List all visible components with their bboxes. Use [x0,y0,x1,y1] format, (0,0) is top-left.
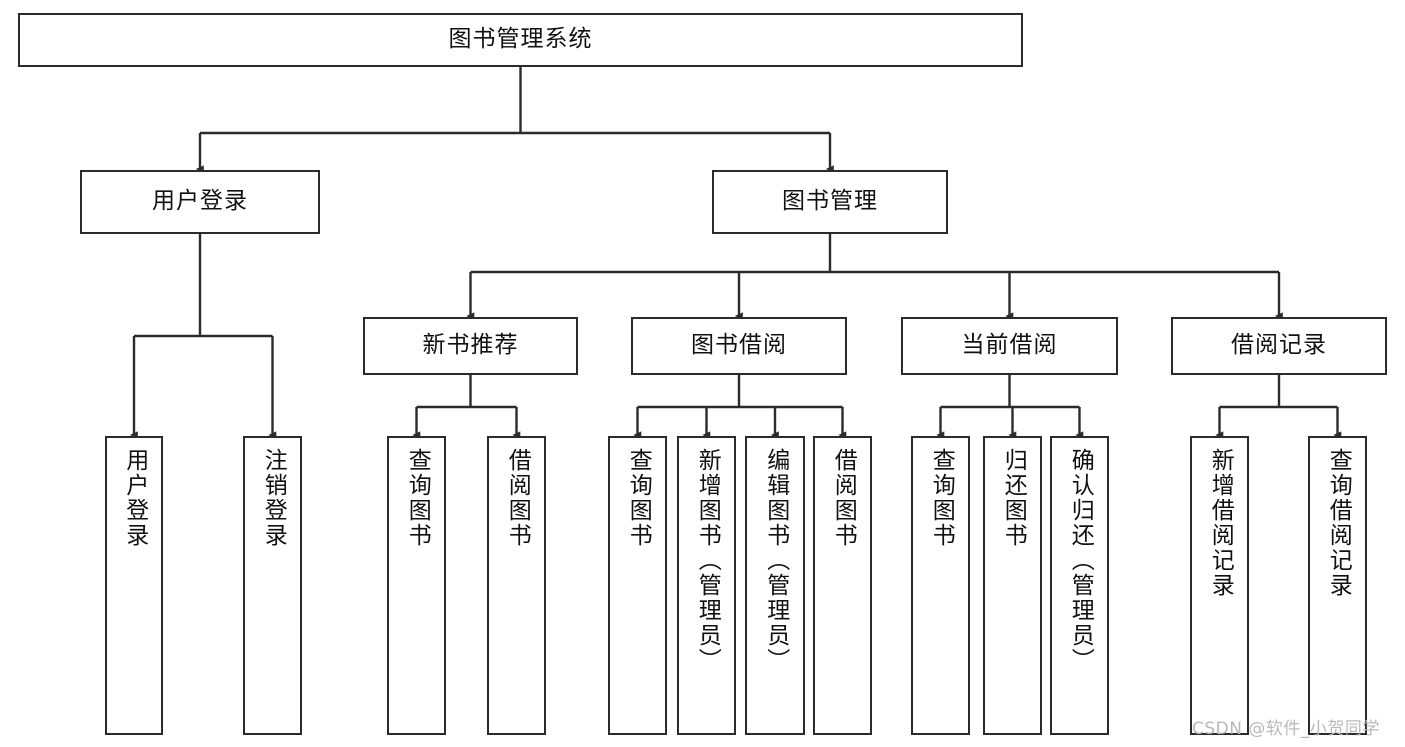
node-leaf-query-book-3[interactable]: 查询图书 [911,436,970,735]
node-label: 借阅记录 [1231,332,1327,359]
node-book-manage[interactable]: 图书管理 [712,170,948,234]
node-label: 查询图书 [928,448,955,548]
node-label: 用户登录 [152,188,248,215]
csdn-watermark: CSDN @软件_小贺同学 [1192,719,1380,739]
node-leaf-edit-book[interactable]: 编辑图书（管理员） [745,436,805,735]
node-label: 归还图书 [1000,448,1027,548]
node-borrow-record[interactable]: 借阅记录 [1171,317,1387,375]
node-leaf-user-logout[interactable]: 注销登录 [243,436,302,735]
node-label: 图书借阅 [691,332,787,359]
node-leaf-add-record[interactable]: 新增借阅记录 [1190,436,1249,735]
node-leaf-user-login[interactable]: 用户登录 [105,436,163,735]
node-label: 查询图书 [404,448,431,548]
node-leaf-add-book[interactable]: 新增图书（管理员） [677,436,736,735]
node-leaf-query-record[interactable]: 查询借阅记录 [1308,436,1367,735]
node-book-borrow[interactable]: 图书借阅 [631,317,847,375]
node-label: 查询借阅记录 [1325,448,1352,598]
node-leaf-borrow-book-1[interactable]: 借阅图书 [487,436,546,735]
node-label: 图书管理系统 [448,26,593,53]
node-label: 确认归还（管理员） [1067,448,1094,673]
node-label: 当前借阅 [961,332,1058,359]
node-label: 用户登录 [121,448,148,548]
node-new-book-rec[interactable]: 新书推荐 [363,317,578,375]
node-label: 借阅图书 [504,448,531,548]
node-label: 新增图书（管理员） [694,448,721,673]
node-label: 借阅图书 [830,448,857,548]
node-label: 查询图书 [625,448,652,548]
node-user-login[interactable]: 用户登录 [80,170,320,234]
node-label: 编辑图书（管理员） [762,448,789,673]
node-root[interactable]: 图书管理系统 [18,13,1023,67]
node-label: 图书管理 [782,188,878,215]
node-leaf-query-book-1[interactable]: 查询图书 [387,436,446,735]
node-leaf-return-book[interactable]: 归还图书 [983,436,1042,735]
node-current-borrow[interactable]: 当前借阅 [901,317,1118,375]
node-label: 注销登录 [260,448,287,548]
node-label: 新增借阅记录 [1207,448,1234,598]
node-label: 新书推荐 [422,332,519,359]
node-leaf-query-book-2[interactable]: 查询图书 [608,436,667,735]
node-leaf-borrow-book-2[interactable]: 借阅图书 [813,436,872,735]
node-leaf-confirm-return[interactable]: 确认归还（管理员） [1050,436,1109,735]
